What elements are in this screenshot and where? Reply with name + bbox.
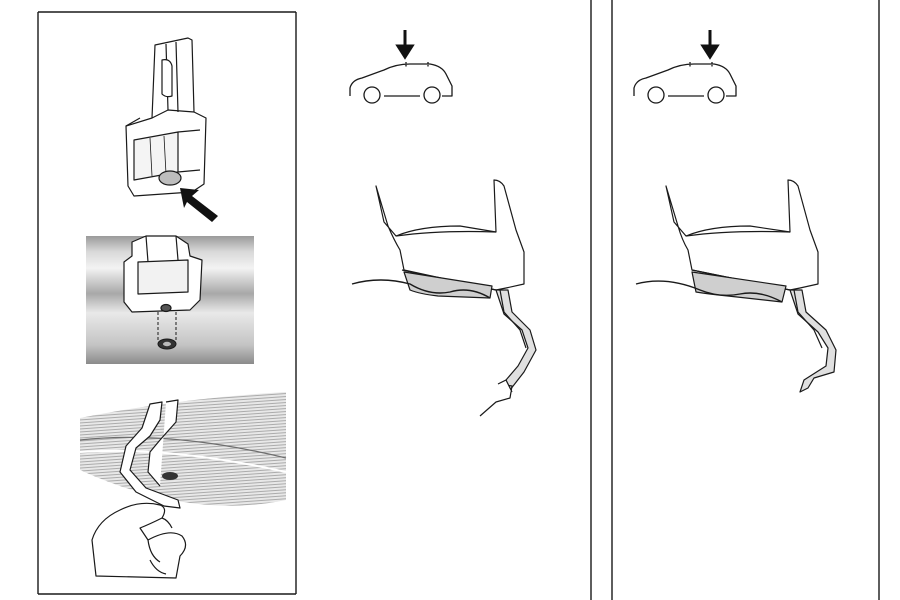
foot-cross-section (351, 179, 537, 417)
hand-mounting-clip-drawing (79, 392, 287, 579)
mounting-bracket (495, 289, 537, 391)
bar-screw-alignment-drawing (86, 235, 254, 364)
roof-edge-line (635, 280, 783, 303)
car-roof-surface (80, 392, 286, 506)
foot-cross-section (635, 179, 837, 393)
left-detail-panel (79, 37, 287, 579)
clip-screw-hole (162, 472, 178, 480)
hatchback-car-icon (633, 62, 737, 104)
mounting-clip (119, 399, 181, 509)
roof-edge-line (351, 279, 491, 299)
hatchback-car-icon (349, 62, 453, 104)
middle-fitting-panel (349, 30, 537, 417)
down-arrow-icon (395, 30, 415, 60)
foot-hole (158, 170, 182, 186)
foot-on-bar (123, 235, 203, 313)
down-arrow-icon (700, 30, 720, 60)
hand-drawing (91, 502, 187, 579)
right-fitting-panel (633, 30, 837, 393)
foot-part-drawing (125, 37, 207, 197)
pointer-arrow-icon (180, 188, 218, 222)
panel-frames (37, 0, 880, 600)
